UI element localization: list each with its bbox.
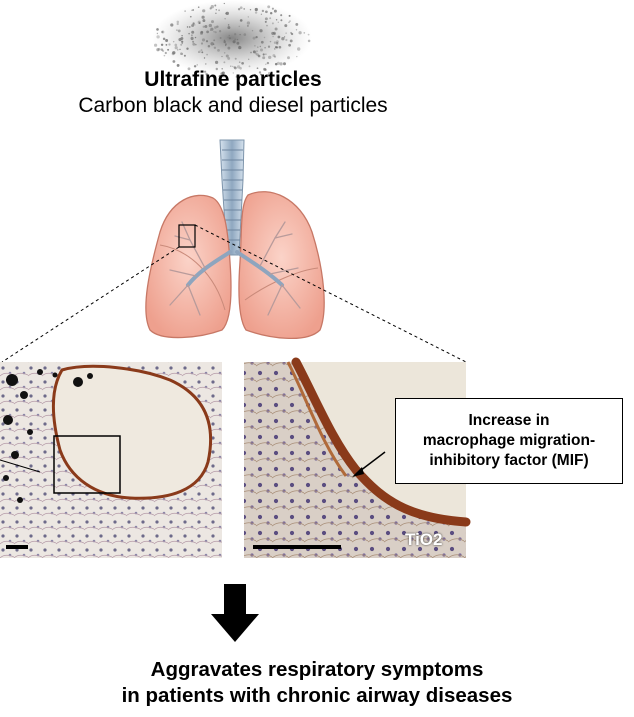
callout-line: macrophage migration- <box>422 432 596 449</box>
callout-line: inhibitory factor (MIF) <box>429 452 589 469</box>
tio2-label: TiO2 <box>405 530 443 549</box>
micrograph-left <box>0 362 222 558</box>
particle-cloud-icon <box>152 0 312 78</box>
down-arrow-icon <box>211 584 259 642</box>
lungs-icon <box>145 139 325 340</box>
callout-line: Increase in <box>468 412 550 429</box>
zoom-lines <box>1 224 467 363</box>
conclusion-line-1: Aggravates respiratory symptoms <box>150 658 484 681</box>
title: Ultrafine particles <box>144 68 322 91</box>
mif-callout-box: Increase in macrophage migration- inhibi… <box>395 398 623 484</box>
conclusion-line-2: in patients with chronic airway diseases <box>121 684 513 707</box>
subtitle: Carbon black and diesel particles <box>78 94 388 117</box>
